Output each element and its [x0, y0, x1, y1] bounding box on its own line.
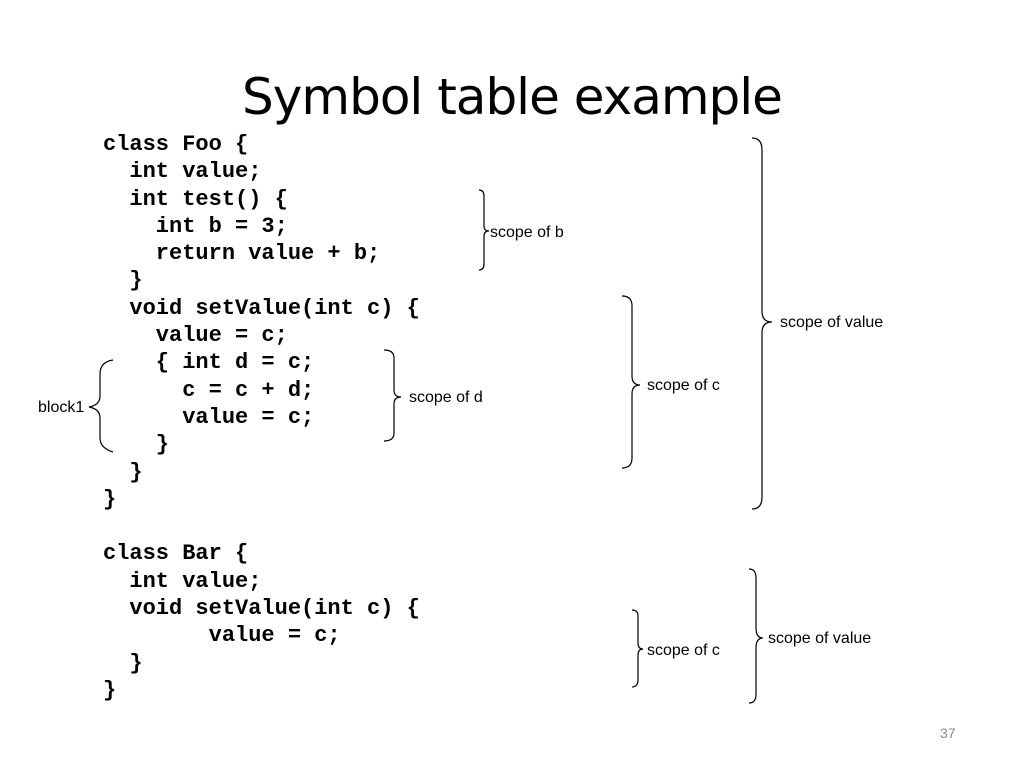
code-line: value = c; [103, 623, 341, 649]
code-line: int value; [103, 568, 262, 594]
label-scope-of-value-foo: scope of value [780, 314, 884, 331]
brace-scope-of-b [478, 189, 490, 271]
slide-title: Symbol table example [242, 68, 783, 126]
code-line: int test() { [103, 186, 288, 212]
brace-scope-of-value-foo [751, 137, 773, 510]
code-line: class Foo { [103, 132, 249, 157]
code-line: { int d = c; [103, 350, 315, 376]
label-scope-of-value-bar: scope of value [768, 630, 872, 647]
code-listing: class Foo { int value; int test() { int … [103, 131, 420, 704]
code-line: } [103, 677, 117, 703]
code-line: } [103, 486, 117, 512]
brace-block1 [88, 359, 114, 453]
code-line: value = c; [103, 323, 288, 349]
code-line: int b = 3; [103, 213, 288, 239]
label-scope-of-c-bar: scope of c [647, 642, 720, 659]
code-line: } [103, 459, 143, 485]
label-scope-of-c-foo: scope of c [647, 377, 720, 394]
code-line: return value + b; [103, 241, 381, 267]
brace-scope-of-value-bar [748, 568, 764, 704]
code-line: } [103, 432, 170, 458]
code-line: class Bar { [103, 541, 249, 567]
code-line: } [103, 650, 143, 676]
code-line: void setValue(int c) { [103, 596, 420, 622]
code-line: void setValue(int c) { [103, 295, 420, 321]
label-scope-of-b: scope of b [490, 224, 564, 241]
code-line: c = c + d; [103, 377, 315, 403]
code-line: int value; [103, 159, 262, 185]
brace-scope-of-d [383, 349, 402, 442]
page-number: 37 [940, 725, 956, 741]
code-line: value = c; [103, 404, 315, 430]
brace-scope-of-c-foo [621, 295, 641, 469]
label-block1: block1 [38, 399, 85, 416]
brace-scope-of-c-bar [631, 609, 644, 688]
label-scope-of-d: scope of d [409, 389, 483, 406]
code-line: } [103, 268, 143, 294]
